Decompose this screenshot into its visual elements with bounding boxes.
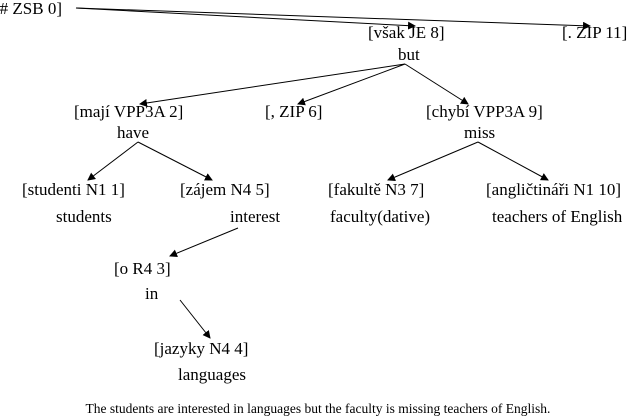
node-gloss: in (145, 284, 159, 303)
node-gloss: languages (178, 365, 246, 384)
node-label: [angličtináři N1 10] (486, 180, 621, 199)
node-label: [chybí VPP3A 9] (426, 102, 543, 121)
edge-zsb-to-vsak (75, 7, 416, 30)
tree-node-zajem: [zájem N4 5] interest (180, 180, 280, 226)
tree-node-zip6: [, ZIP 6] (265, 102, 322, 121)
node-gloss: students (56, 207, 112, 226)
tree-node-vsak: [však JE 8] but (368, 23, 444, 64)
tree-node-maji: [mají VPP3A 2] have (74, 102, 183, 142)
edge-vsak-to-chybi (404, 63, 469, 105)
node-label: [, ZIP 6] (265, 102, 322, 121)
edge-zsb-to-zip11 (75, 7, 591, 30)
caption: The students are interested in languages… (86, 401, 551, 416)
node-gloss: interest (230, 207, 280, 226)
node-label: [fakultě N3 7] (328, 180, 424, 199)
node-label: [. ZIP 11] (562, 23, 627, 42)
edge-maji-to-zajem (137, 141, 213, 181)
node-label: [# ZSB 0] (0, 0, 62, 18)
node-gloss: have (117, 123, 149, 142)
node-gloss: but (398, 45, 420, 64)
node-gloss: teachers of English (492, 207, 623, 226)
edge-chybi-to-fakulte (387, 141, 479, 181)
node-label: [mají VPP3A 2] (74, 102, 183, 121)
nodes-layer: [# ZSB 0] [však JE 8] but [. ZIP 11] [mají V… (0, 0, 627, 384)
node-label: [však JE 8] (368, 23, 444, 42)
node-gloss: faculty(dative) (330, 207, 430, 226)
edge-o-to-jazyky (179, 299, 211, 339)
tree-node-chybi: [chybí VPP3A 9] miss (426, 102, 543, 142)
node-label: [studenti N1 1] (22, 180, 125, 199)
node-label: [o R4 3] (114, 259, 171, 278)
tree-node-anglictinari: [angličtináři N1 10] teachers of English (486, 180, 623, 226)
edge-vsak-to-zip6 (297, 63, 406, 106)
node-label: [zájem N4 5] (180, 180, 270, 199)
tree-node-jazyky: [jazyky N4 4] languages (154, 339, 248, 384)
edge-maji-to-studenti (87, 141, 139, 181)
edges-layer (75, 7, 591, 339)
node-label: [jazyky N4 4] (154, 339, 248, 358)
tree-node-studenti: [studenti N1 1] students (22, 180, 125, 226)
edge-chybi-to-anglictinari (477, 141, 549, 181)
tree-node-zsb: [# ZSB 0] (0, 0, 62, 18)
tree-node-zip11: [. ZIP 11] (562, 23, 627, 42)
tree-node-fakulte: [fakultě N3 7] faculty(dative) (328, 180, 430, 226)
tree-node-o: [o R4 3] in (114, 259, 171, 303)
edge-zajem-to-o (169, 227, 239, 258)
edge-vsak-to-maji (139, 63, 406, 107)
node-gloss: miss (464, 123, 495, 142)
